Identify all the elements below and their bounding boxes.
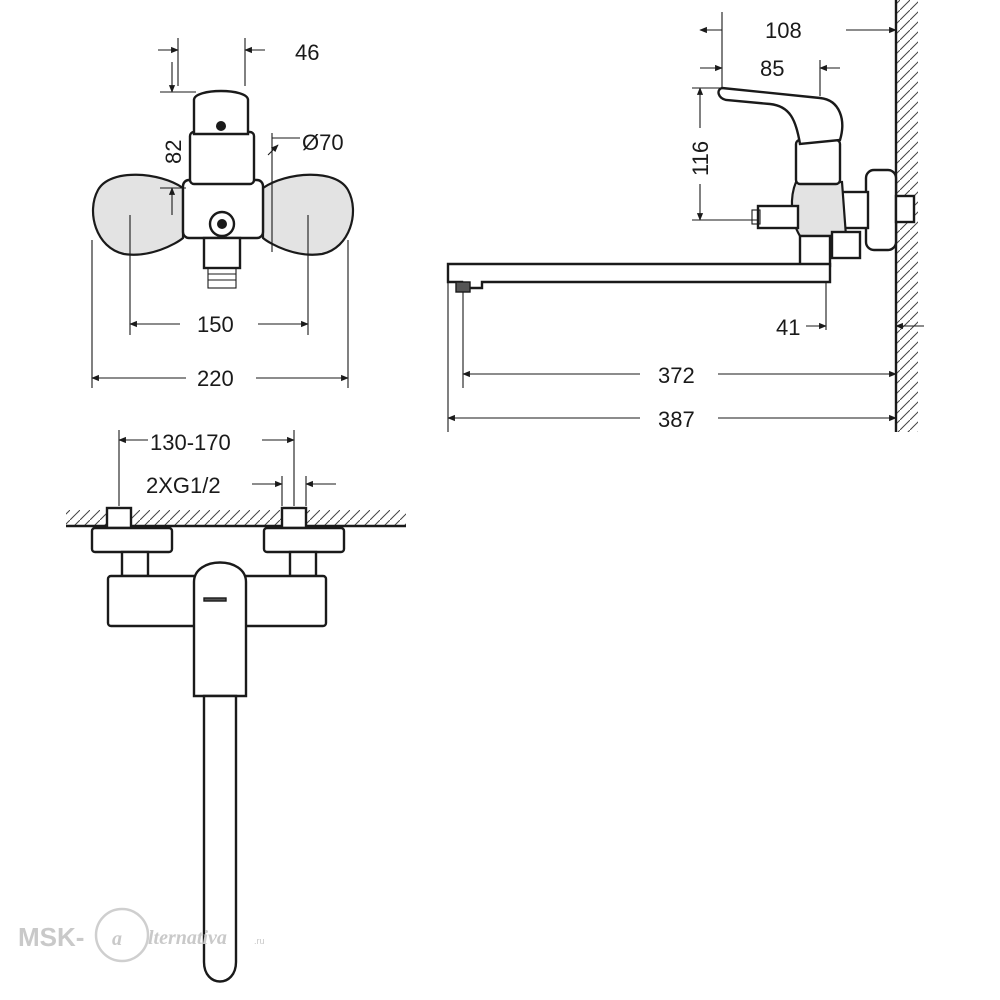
watermark-prefix: MSK-: [18, 922, 84, 952]
top-lever: [192, 561, 248, 698]
side-mixer-body: [790, 180, 848, 238]
spout: [446, 262, 832, 290]
dim-372: 372: [658, 363, 695, 388]
dim-220: 220: [197, 366, 234, 391]
watermark-letter: a: [112, 928, 122, 950]
right-flange: [262, 526, 346, 554]
dim-82: 82: [161, 140, 186, 164]
indicator-dot: [216, 121, 226, 131]
dim-130-170: 130-170: [150, 430, 231, 455]
wall-flange: [864, 168, 898, 252]
top-spout: [202, 694, 238, 983]
lever-top: [192, 89, 250, 136]
side-cartridge: [794, 138, 842, 186]
cartridge-cap: [188, 130, 256, 186]
side-lever: [717, 86, 844, 146]
spout-aerator: [455, 281, 471, 293]
dim-108: 108: [765, 18, 802, 43]
outlet-nut: [202, 236, 242, 270]
front-view: 46 82 Ø70 150 220: [91, 38, 355, 391]
outlet-thread: [207, 267, 237, 289]
dim-85: 85: [760, 56, 784, 81]
watermark-logo: MSK- a lternativa .ru: [18, 907, 265, 963]
top-view: 130-170 2XG1/2: [66, 430, 406, 983]
dim-387: 387: [658, 407, 695, 432]
dim-46: 46: [295, 40, 319, 65]
right-eccentric-cap: [261, 173, 355, 256]
watermark-tld: .ru: [254, 936, 265, 946]
dim-150: 150: [197, 312, 234, 337]
wall-nut: [894, 194, 916, 224]
dim-41: 41: [776, 315, 800, 340]
dim-diameter-70: Ø70: [302, 130, 344, 155]
left-eccentric-cap: [91, 173, 185, 256]
top-wall-hatch: [66, 510, 406, 526]
side-diverter: [756, 204, 800, 230]
left-flange: [90, 526, 174, 554]
dim-116: 116: [688, 141, 713, 176]
dim-thread: 2XG1/2: [146, 473, 221, 498]
watermark-suffix: lternativa: [148, 927, 227, 949]
side-view: 108 85 116 41 372 387: [446, 0, 924, 432]
